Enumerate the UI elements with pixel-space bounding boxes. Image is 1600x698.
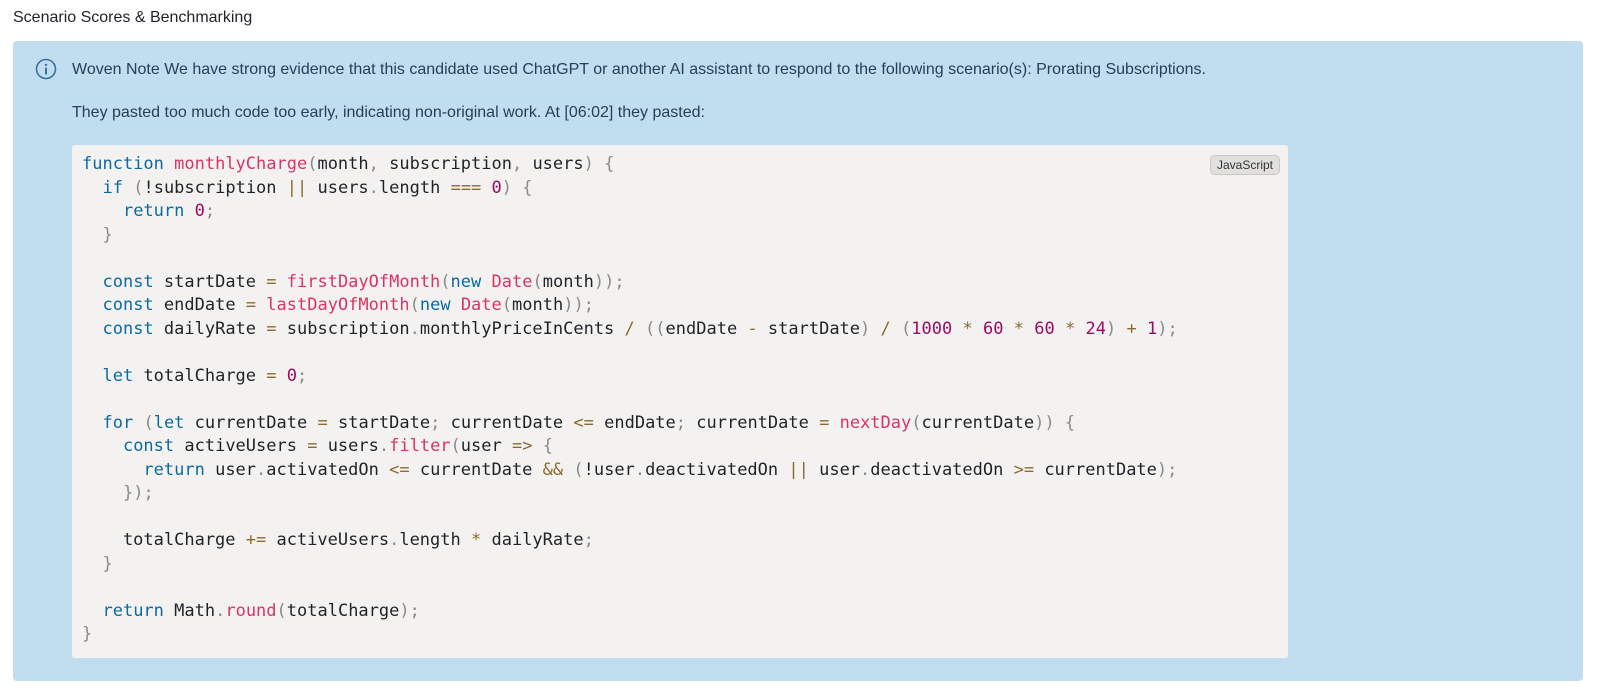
language-badge: JavaScript: [1209, 155, 1280, 175]
woven-note-panel: Woven Note We have strong evidence that …: [13, 41, 1583, 681]
code-line: const dailyRate = subscription.monthlyPr…: [102, 318, 1178, 339]
code-line: return 0;: [122, 201, 216, 221]
code-content: function monthlyCharge(month, subscripti…: [82, 153, 1178, 647]
code-line: }: [102, 553, 113, 574]
note-text: Woven Note We have strong evidence that …: [72, 61, 1206, 78]
note-detail-text: They pasted too much code too early, ind…: [72, 104, 705, 121]
code-block: JavaScript function monthlyCharge(month,…: [72, 145, 1288, 658]
code-line: return user.activatedOn <= currentDate &…: [143, 459, 1178, 480]
code-line: ​: [82, 341, 1178, 365]
code-line: ​: [82, 506, 1178, 530]
info-icon: [35, 58, 57, 80]
code-line: ​: [82, 388, 1178, 412]
code-line: ​: [82, 247, 1178, 271]
code-line: for (let currentDate = startDate; curren…: [102, 412, 1076, 433]
code-line: }: [102, 224, 113, 245]
page-title: Scenario Scores & Benchmarking: [13, 9, 253, 26]
code-line: });: [122, 483, 154, 503]
code-line: ​: [82, 576, 1178, 600]
code-line: if (!subscription || users.length === 0)…: [102, 177, 533, 198]
code-line: }: [82, 624, 93, 644]
code-line: const endDate = lastDayOfMonth(new Date(…: [102, 295, 594, 315]
code-line: let totalCharge = 0;: [102, 365, 308, 386]
code-line: totalCharge += activeUsers.length * dail…: [82, 530, 594, 550]
code-line: const activeUsers = users.filter(user =>…: [122, 436, 553, 456]
code-line: const startDate = firstDayOfMonth(new Da…: [102, 271, 625, 292]
code-line: return Math.round(totalCharge);: [102, 600, 420, 621]
code-line: function monthlyCharge(month, subscripti…: [82, 154, 615, 174]
